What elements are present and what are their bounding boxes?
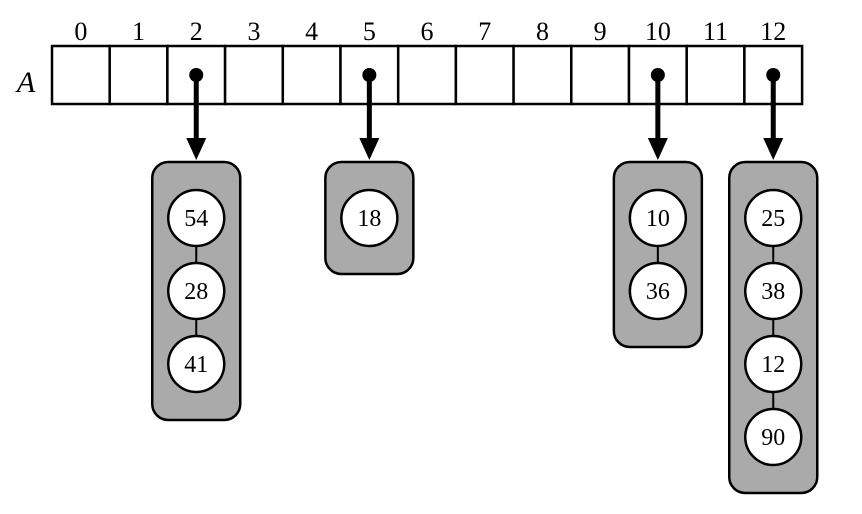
node-key: 25 (761, 206, 785, 232)
list-node (340, 188, 399, 248)
pointer-arrowhead (186, 138, 207, 160)
array-cell-4 (281, 44, 342, 106)
list-node (167, 334, 226, 394)
array-index-9: 9 (594, 17, 607, 46)
list-node (167, 261, 226, 321)
array-index-1: 1 (132, 17, 145, 46)
array-cell-8 (512, 44, 573, 106)
list-node (628, 261, 688, 321)
pointer-arrowhead (647, 138, 668, 160)
array-index-6: 6 (421, 17, 434, 46)
array-index-3: 3 (247, 17, 260, 46)
array-index-10: 10 (645, 17, 671, 46)
array-cells (50, 44, 804, 106)
list-node (744, 188, 803, 248)
array-label: A (15, 66, 36, 99)
list-node (744, 334, 803, 394)
array-index-8: 8 (536, 17, 549, 46)
node-key: 12 (761, 352, 785, 378)
array-cell-9 (570, 44, 631, 106)
array-cell-0 (50, 44, 111, 106)
list-node (167, 188, 226, 248)
list-node (628, 188, 688, 248)
node-key: 90 (761, 425, 785, 451)
list-node (744, 261, 803, 321)
array-cell-1 (108, 44, 169, 106)
array-cell-11 (685, 44, 746, 106)
array-index-0: 0 (74, 17, 87, 46)
array-index-11: 11 (703, 17, 728, 46)
array-index-2: 2 (190, 17, 203, 46)
node-key: 28 (184, 279, 208, 305)
list-node (744, 407, 803, 467)
array-cell-7 (454, 44, 515, 106)
node-key: 10 (646, 206, 670, 232)
array-cell-3 (223, 44, 285, 106)
bucket-12: 25 38 12 90 (728, 68, 819, 495)
bucket-chains: 54 28 41 18 10 36 25 38 12 90 (151, 68, 819, 495)
bucket-5: 18 (324, 68, 415, 276)
array-index-5: 5 (363, 17, 376, 46)
bucket-2: 54 28 41 (151, 68, 242, 422)
node-key: 38 (761, 279, 785, 305)
node-key: 18 (357, 206, 381, 232)
array-cell-6 (396, 44, 458, 106)
node-key: 54 (184, 206, 208, 232)
array-index-12: 12 (760, 17, 786, 46)
array-index-4: 4 (305, 17, 318, 46)
bucket-10: 10 36 (612, 68, 704, 349)
array-index-7: 7 (478, 17, 491, 46)
node-key: 36 (646, 279, 670, 305)
pointer-arrowhead (763, 138, 784, 160)
node-key: 41 (184, 352, 208, 378)
pointer-arrowhead (359, 138, 380, 160)
